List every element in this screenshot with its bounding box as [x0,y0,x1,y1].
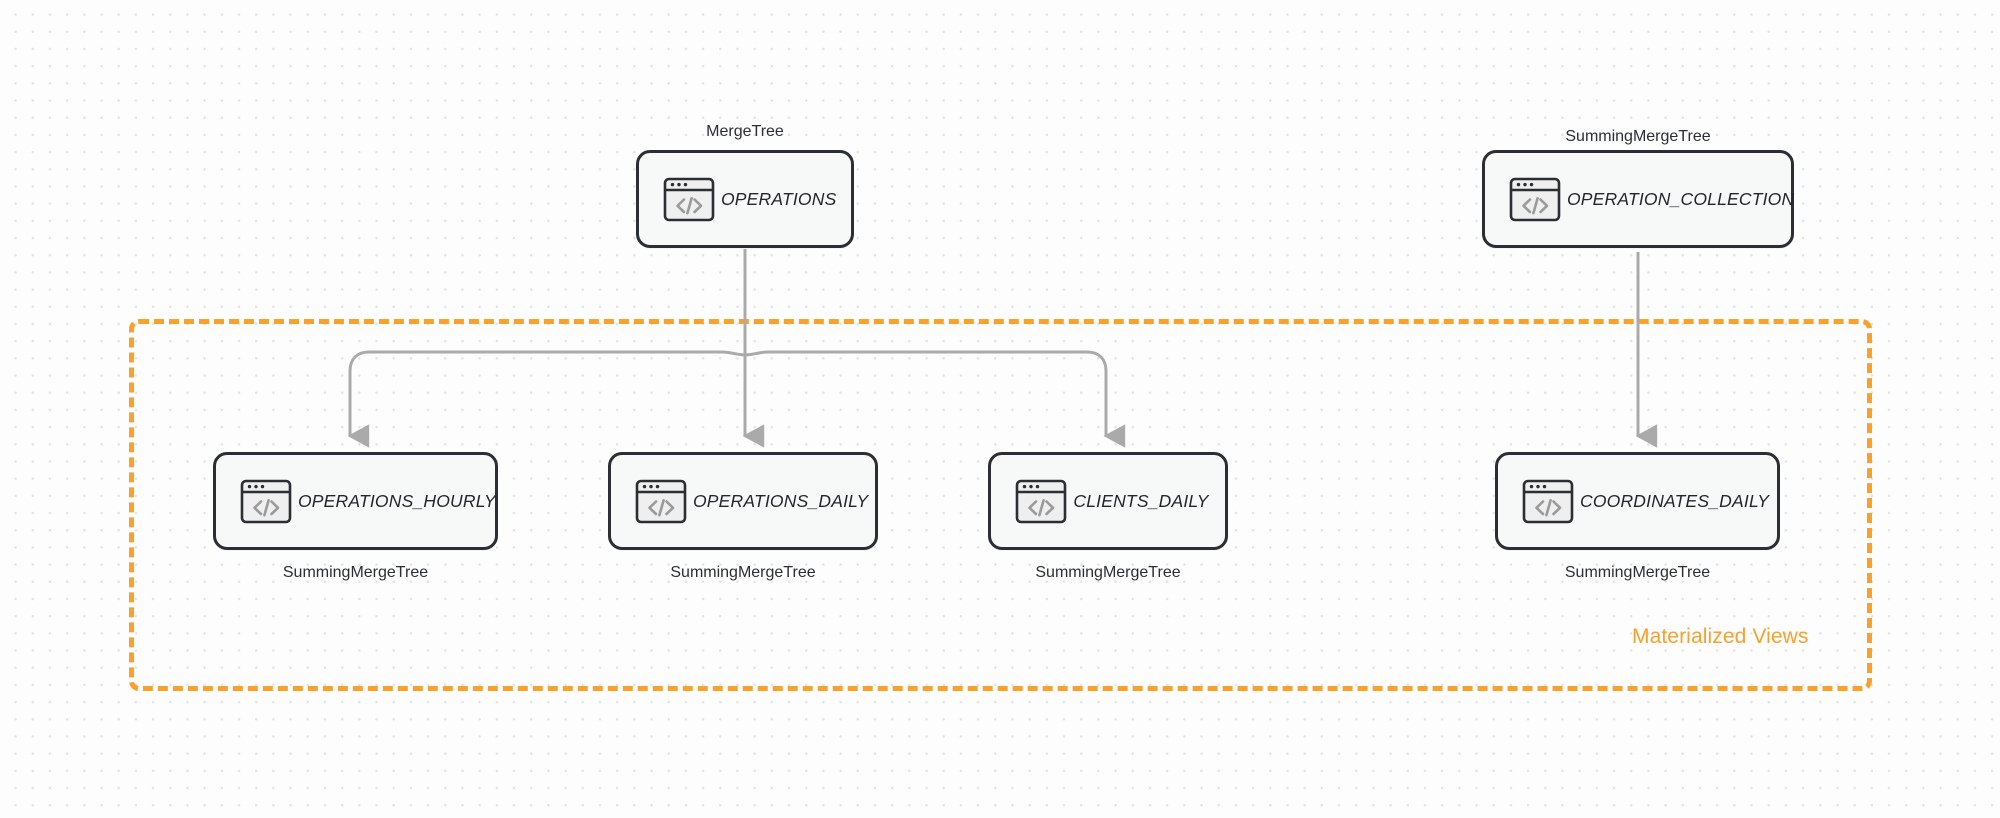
code-window-icon [663,177,715,222]
materialized-views-group [129,319,1872,691]
node-operations[interactable]: OPERATIONS [636,150,854,248]
materialized-views-group-label: Materialized Views [1632,625,1809,648]
node-coordinates-daily[interactable]: COORDINATES_DAILY [1495,452,1780,550]
node-operations-daily[interactable]: OPERATIONS_DAILY [608,452,878,550]
node-caption-coordinates-daily: SummingMergeTree [1564,564,1711,581]
node-operations-hourly[interactable]: OPERATIONS_HOURLY [213,452,498,550]
node-title-clients-daily: CLIENTS_DAILY [1073,490,1209,511]
code-window-icon [240,479,292,524]
code-window-icon [1015,479,1067,524]
node-title-operations-daily: OPERATIONS_DAILY [693,490,869,511]
code-window-icon [1522,479,1574,524]
node-caption-operations-hourly: SummingMergeTree [282,564,429,581]
code-window-icon [635,479,687,524]
node-caption-clients-daily: SummingMergeTree [1035,564,1181,581]
node-clients-daily[interactable]: CLIENTS_DAILY [988,452,1228,550]
node-title-operations-hourly: OPERATIONS_HOURLY [298,490,496,511]
code-window-icon [1509,177,1561,222]
node-title-operation-collection: OPERATION_COLLECTION [1567,188,1795,209]
node-caption-operations: MergeTree [706,123,784,140]
node-caption-operations-daily: SummingMergeTree [670,564,816,581]
node-title-coordinates-daily: COORDINATES_DAILY [1580,490,1770,511]
node-operation-collection[interactable]: OPERATION_COLLECTION [1482,150,1794,248]
node-caption-operation-collection: SummingMergeTree [1565,128,1711,145]
node-title-operations: OPERATIONS [721,188,837,209]
